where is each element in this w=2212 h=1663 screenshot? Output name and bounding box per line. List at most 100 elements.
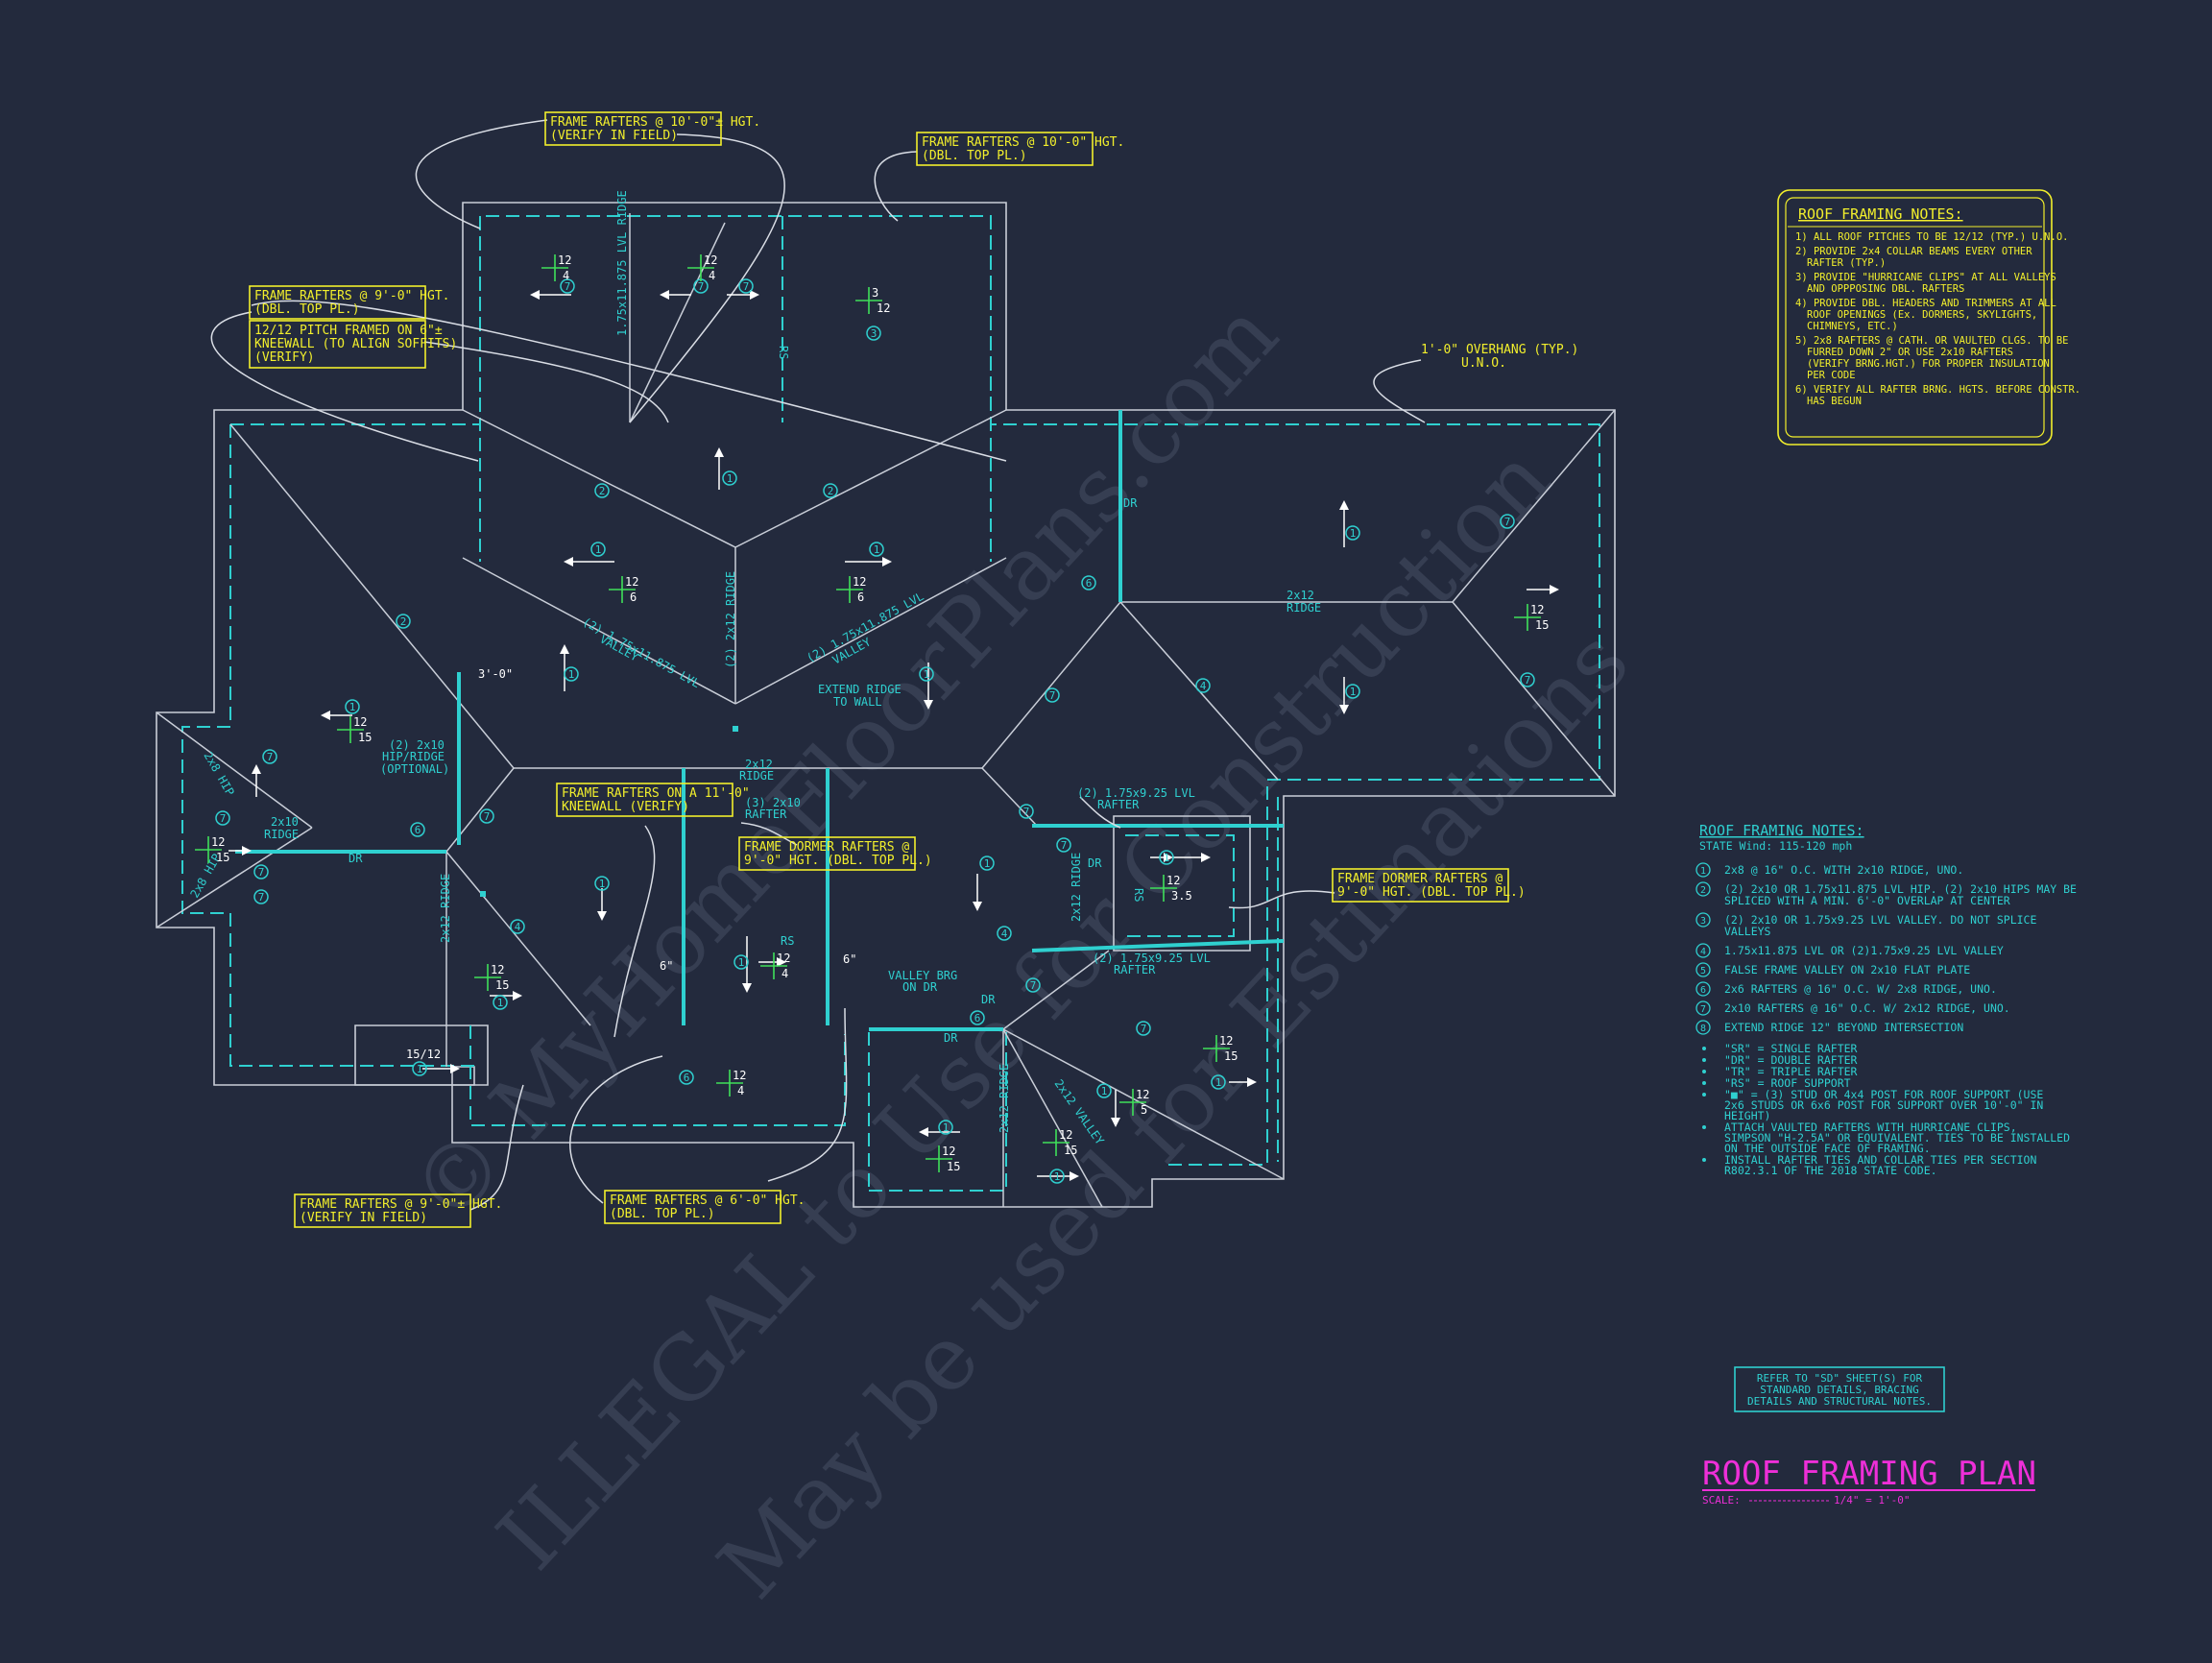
callout-dormer-9-right: FRAME DORMER RAFTERS @ 9'-0" HGT. (DBL. …	[1332, 868, 1526, 903]
callout-rafters-6-dbl: FRAME RAFTERS @ 6'-0" HGT. (DBL. TOP PL.…	[604, 1190, 805, 1224]
pitch-mark: 124	[760, 952, 790, 980]
detail-tag: 1	[590, 542, 606, 557]
roof-outline	[156, 202, 1616, 1208]
svg-text:1: 1	[1101, 1085, 1108, 1097]
legend-title: ROOF FRAMING NOTES:	[1699, 822, 1864, 839]
svg-text:1: 1	[727, 472, 733, 485]
svg-text:DETAILS AND STRUCTURAL NOTES.: DETAILS AND STRUCTURAL NOTES.	[1747, 1395, 1932, 1408]
arrow-right	[1229, 1077, 1257, 1087]
refer-box: REFER TO "SD" SHEET(S) FOR STANDARD DETA…	[1734, 1366, 1945, 1412]
arrow-right	[422, 1064, 460, 1073]
legend-item: 3(2) 2x10 OR 1.75x9.25 LVL VALLEY. DO NO…	[1695, 912, 2036, 938]
svg-text:"TR" = TRIPLE RAFTER: "TR" = TRIPLE RAFTER	[1724, 1065, 1858, 1078]
svg-text:4: 4	[1700, 947, 1706, 957]
svg-text:6: 6	[857, 590, 864, 604]
arrow-right	[1527, 585, 1559, 594]
svg-text:12: 12	[1059, 1128, 1072, 1142]
svg-text:12: 12	[625, 575, 638, 589]
svg-text:1: 1	[599, 878, 606, 890]
detail-tag: 1	[722, 470, 737, 486]
svg-text:3: 3	[872, 286, 878, 300]
notes-box-line: RAFTER (TYP.)	[1807, 257, 1886, 269]
ridge-dormer-vert: 2x12 RIDGE	[1070, 853, 1083, 922]
svg-text:7: 7	[220, 812, 227, 825]
svg-text:7: 7	[1700, 1004, 1706, 1015]
detail-tag: 1	[979, 856, 995, 871]
svg-text:1: 1	[1215, 1076, 1222, 1089]
detail-tag: 7	[479, 808, 494, 824]
detail-tag: 2	[594, 483, 610, 498]
valley-brg-2: ON DR	[902, 980, 938, 994]
rafter-3-1: (3) 2x10	[745, 796, 801, 809]
svg-text:"SR" = SINGLE RAFTER: "SR" = SINGLE RAFTER	[1724, 1042, 1858, 1055]
svg-text:4: 4	[709, 269, 715, 282]
svg-text:6: 6	[974, 1012, 981, 1024]
detail-tag: 1	[1159, 850, 1174, 865]
dr-label-2: DR	[349, 852, 363, 865]
legend-bullet: "TR" = TRIPLE RAFTER	[1702, 1065, 1858, 1078]
svg-text:FRAME RAFTERS @ 9'-0"± HGT.: FRAME RAFTERS @ 9'-0"± HGT.	[300, 1197, 502, 1212]
detail-tag: 2	[823, 483, 838, 498]
detail-tag: 1	[493, 995, 508, 1010]
svg-text:9'-0" HGT. (DBL. TOP PL.): 9'-0" HGT. (DBL. TOP PL.)	[744, 854, 932, 868]
svg-text:(DBL. TOP PL.): (DBL. TOP PL.)	[610, 1207, 715, 1221]
detail-tag: 1	[594, 876, 610, 891]
detail-tag: 4	[510, 919, 525, 934]
svg-text:R802.3.1 OF THE 2018 STATE COD: R802.3.1 OF THE 2018 STATE CODE.	[1724, 1164, 1937, 1177]
svg-text:SIMPSON "H-2.5A" OR EQUIVALENT: SIMPSON "H-2.5A" OR EQUIVALENT. TIES TO …	[1724, 1131, 2070, 1145]
svg-text:KNEEWALL (TO ALIGN SOFFITS): KNEEWALL (TO ALIGN SOFFITS)	[254, 337, 457, 351]
beams	[235, 410, 1285, 1031]
pitch-mark: 123.5	[1150, 874, 1192, 903]
svg-text:4: 4	[563, 269, 569, 282]
notes-box-line: HAS BEGUN	[1807, 396, 1862, 407]
svg-text:REFER TO "SD" SHEET(S) FOR: REFER TO "SD" SHEET(S) FOR	[1757, 1372, 1923, 1385]
svg-text:1: 1	[943, 1121, 950, 1134]
hip-ridge-1: (2) 2x10	[389, 738, 445, 752]
svg-text:2: 2	[1700, 885, 1706, 896]
scale-label: SCALE:	[1702, 1494, 1741, 1506]
svg-text:"■" = (3) STUD OR 4x4 POST FOR: "■" = (3) STUD OR 4x4 POST FOR ROOF SUPP…	[1724, 1088, 2043, 1101]
detail-tag: 6	[410, 822, 425, 837]
svg-text:1: 1	[1164, 852, 1170, 864]
svg-text:VALLEYS: VALLEYS	[1724, 925, 1771, 938]
notes-box-line: 5) 2x8 RAFTERS @ CATH. OR VAULTED CLGS. …	[1795, 335, 2068, 347]
svg-text:12: 12	[1219, 1034, 1233, 1048]
arrow-up	[252, 764, 261, 797]
detail-tag: 3	[866, 325, 881, 341]
svg-text:1: 1	[568, 668, 575, 681]
ridge-2x10-2: RIDGE	[264, 828, 299, 841]
arrow-down	[742, 936, 752, 993]
detail-tag: 6	[1081, 575, 1096, 590]
svg-text:EXTEND RIDGE 12" BEYOND INTERS: EXTEND RIDGE 12" BEYOND INTERSECTION	[1724, 1021, 1963, 1034]
ridge-label-a2: RIDGE	[1286, 601, 1321, 615]
svg-text:1: 1	[349, 701, 356, 713]
svg-text:12: 12	[1166, 874, 1180, 887]
detail-tag: 1	[919, 666, 934, 682]
svg-text:9'-0" HGT. (DBL. TOP PL.): 9'-0" HGT. (DBL. TOP PL.)	[1337, 885, 1526, 900]
svg-text:FRAME DORMER RAFTERS @: FRAME DORMER RAFTERS @	[1337, 872, 1503, 886]
pitch-mark: 124	[716, 1069, 746, 1097]
svg-text:7: 7	[267, 751, 274, 763]
detail-tag: 7	[738, 278, 754, 294]
callout-rafters-10-dbl: FRAME RAFTERS @ 10'-0" HGT. (DBL. TOP PL…	[916, 132, 1124, 166]
lvl-rafter-top-2: RAFTER	[1097, 798, 1140, 811]
notes-box-line: 3) PROVIDE "HURRICANE CLIPS" AT ALL VALL…	[1795, 272, 2056, 283]
detail-tag: 7	[1056, 837, 1071, 853]
detail-tag: 7	[253, 864, 269, 880]
pitch-mark: 126	[609, 575, 638, 604]
roof-framing-legend: ROOF FRAMING NOTES: STATE Wind: 115-120 …	[1695, 822, 2077, 1177]
ridge-label-b2: RIDGE	[739, 769, 774, 783]
svg-text:U.N.O.: U.N.O.	[1461, 356, 1506, 371]
detail-tag: 7	[1500, 514, 1515, 529]
drawing-title: ROOF FRAMING PLAN	[1702, 1455, 2036, 1493]
dr-label-1: DR	[1123, 496, 1138, 510]
dr-label-4: DR	[981, 993, 996, 1006]
arrow-down	[924, 663, 933, 710]
legend-bullet: INSTALL RAFTER TIES AND COLLAR TIES PER …	[1702, 1153, 2036, 1177]
